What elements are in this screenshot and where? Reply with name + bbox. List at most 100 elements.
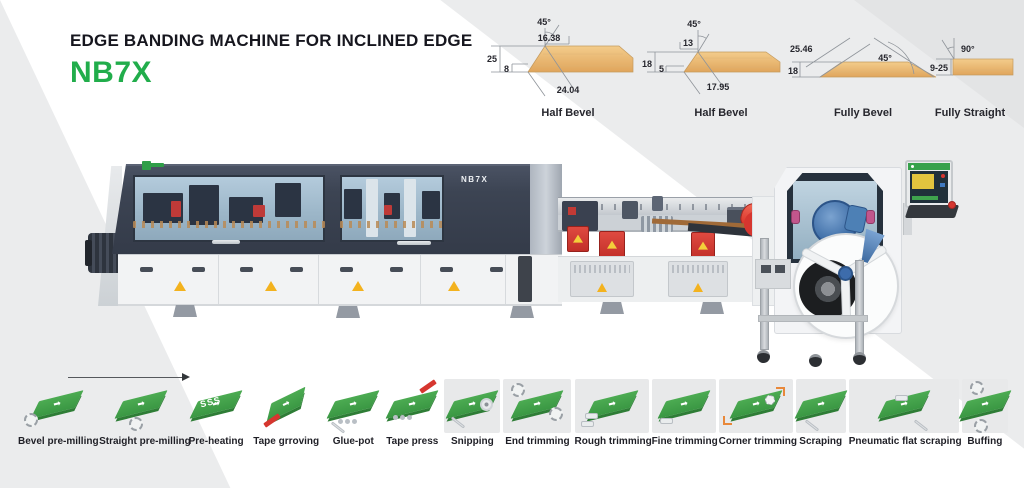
model-name: NB7X <box>70 56 153 89</box>
trolley-post <box>855 260 864 355</box>
buffing-wheel-icon <box>958 379 1012 433</box>
press-roller-icon <box>383 379 441 433</box>
caster-wheel <box>809 354 822 367</box>
diagram-half-bevel-2: 45° 13 18 5 17.95 Half Bevel <box>642 10 800 119</box>
process-step-end-trimming: End trimming <box>503 379 572 447</box>
infeed-support <box>518 256 532 302</box>
glue-roller-icon <box>326 379 380 434</box>
caster-wheel <box>757 350 770 363</box>
window-handle <box>397 241 431 245</box>
process-step-straight-pre-milling: Straight pre-milling <box>99 379 191 447</box>
dim-angle: 90° <box>961 44 975 54</box>
process-step-row: Bevel pre-milling Straight pre-milling P… <box>18 379 1012 447</box>
machine-lower-cabinet <box>118 254 562 306</box>
tape-coil-cutter-icon <box>444 379 501 433</box>
corner-bracket-icon <box>718 379 793 433</box>
scraper-blade-icon <box>794 379 848 433</box>
monitor-arm <box>903 203 912 235</box>
dim-left: 18 <box>642 59 652 69</box>
process-step-pre-heating: Pre-heating <box>186 379 246 447</box>
twin-saw-icon <box>503 379 572 433</box>
warning-cover <box>567 226 589 252</box>
clamp-knob <box>866 210 875 224</box>
dim-inner: 5 <box>659 64 664 74</box>
diagram-half-bevel-1: 45° 16.38 25 8 24.04 Half Bevel <box>483 10 653 119</box>
machine-foot <box>510 306 534 318</box>
process-step-corner-trimming: Corner trimming <box>718 379 797 447</box>
process-step-bevel-pre-milling: Bevel pre-milling <box>18 379 99 447</box>
half-bevel-profile-drawing: 45° 13 18 5 17.95 <box>642 19 781 95</box>
dim-angle: 45° <box>878 53 892 63</box>
machine-foot <box>173 305 197 317</box>
diagram-caption: Half Bevel <box>541 107 595 119</box>
warning-triangle-icon <box>448 281 460 291</box>
cabinet-end-cap <box>530 164 562 256</box>
process-step-snipping: Snipping <box>444 379 501 447</box>
machine-unit <box>652 196 663 211</box>
window-handle <box>212 240 240 244</box>
process-step-tape-grooving: Tape grroving <box>249 379 323 447</box>
warning-cover <box>599 231 625 259</box>
warning-cover <box>691 232 715 259</box>
machine-foot <box>700 302 724 314</box>
vent-door <box>570 261 634 297</box>
touchscreen-panel <box>905 160 953 208</box>
dim-inner: 8 <box>504 64 509 74</box>
dim-left: 9-25 <box>930 63 948 73</box>
process-step-rough-trimming: Rough trimming <box>574 379 652 447</box>
dim-diag: 24.04 <box>557 85 580 95</box>
machine-foot <box>336 306 360 318</box>
dim-slant: 25.46 <box>790 44 813 54</box>
fully-bevel-profile-drawing: 25.46 45° 18 <box>788 37 937 78</box>
process-step-buffing: Buffing <box>958 379 1012 447</box>
dim-angle: 45° <box>687 19 701 29</box>
diagram-caption: Fully Bevel <box>833 107 893 119</box>
pneumatic-scraper-icon <box>848 379 959 433</box>
diagram-fully-bevel: 25.46 45° 18 Fully Bevel <box>786 10 940 119</box>
trimmer-head-icon <box>574 379 649 433</box>
trolley-post <box>760 238 769 350</box>
process-step-glue-pot: Glue-pot <box>326 379 380 447</box>
red-tape-strip-icon <box>249 379 323 433</box>
reel-hub <box>838 266 853 281</box>
diagram-caption: Half Bevel <box>694 107 748 119</box>
title-block: EDGE BANDING MACHINE FOR INCLINED EDGE N… <box>70 31 472 90</box>
process-step-tape-press: Tape press <box>383 379 441 447</box>
warning-triangle-icon <box>265 281 277 291</box>
machine-model-label: NB7X <box>461 175 489 184</box>
trolley-brace <box>758 315 868 322</box>
clamp-knob <box>791 210 800 224</box>
dim-angle: 45° <box>537 17 551 27</box>
half-bevel-profile-drawing: 45° 16.38 25 8 24.04 <box>487 17 634 97</box>
machine-illustration: NB7X <box>85 152 965 370</box>
machine-window-right <box>340 175 444 242</box>
trimmer-head-icon <box>651 379 716 433</box>
vent-door <box>668 261 728 297</box>
dim-diag: 17.95 <box>707 82 730 92</box>
process-step-scraping: Scraping <box>794 379 848 447</box>
diagram-caption: Fully Straight <box>934 107 1006 119</box>
dim-top: 16.38 <box>538 33 561 43</box>
fully-straight-profile-drawing: 90° 9-25 <box>930 38 1014 76</box>
machine-window-left <box>133 175 325 242</box>
machine-foot <box>600 302 624 314</box>
heat-waves-icon <box>186 379 246 433</box>
dim-left: 25 <box>487 54 497 64</box>
emergency-stop-button <box>948 201 956 209</box>
dim-left: 18 <box>788 66 798 76</box>
saw-blade-icon <box>18 379 96 433</box>
dim-top: 13 <box>683 38 693 48</box>
diagram-fully-straight: 90° 9-25 Fully Straight <box>920 10 1020 119</box>
process-step-fine-trimming: Fine trimming <box>651 379 718 447</box>
page-title: EDGE BANDING MACHINE FOR INCLINED EDGE <box>70 31 473 50</box>
process-flow-arrow <box>68 373 190 382</box>
caster-wheel <box>853 352 866 365</box>
saw-blade-icon <box>99 379 183 433</box>
motor-cap <box>85 240 92 266</box>
machine-unit <box>622 201 638 219</box>
right-arrow-icon <box>182 373 190 381</box>
warning-triangle-icon <box>174 281 186 291</box>
process-step-pneumatic-flat-scraping: Pneumatic flat scraping <box>848 379 962 447</box>
control-box <box>755 259 791 289</box>
